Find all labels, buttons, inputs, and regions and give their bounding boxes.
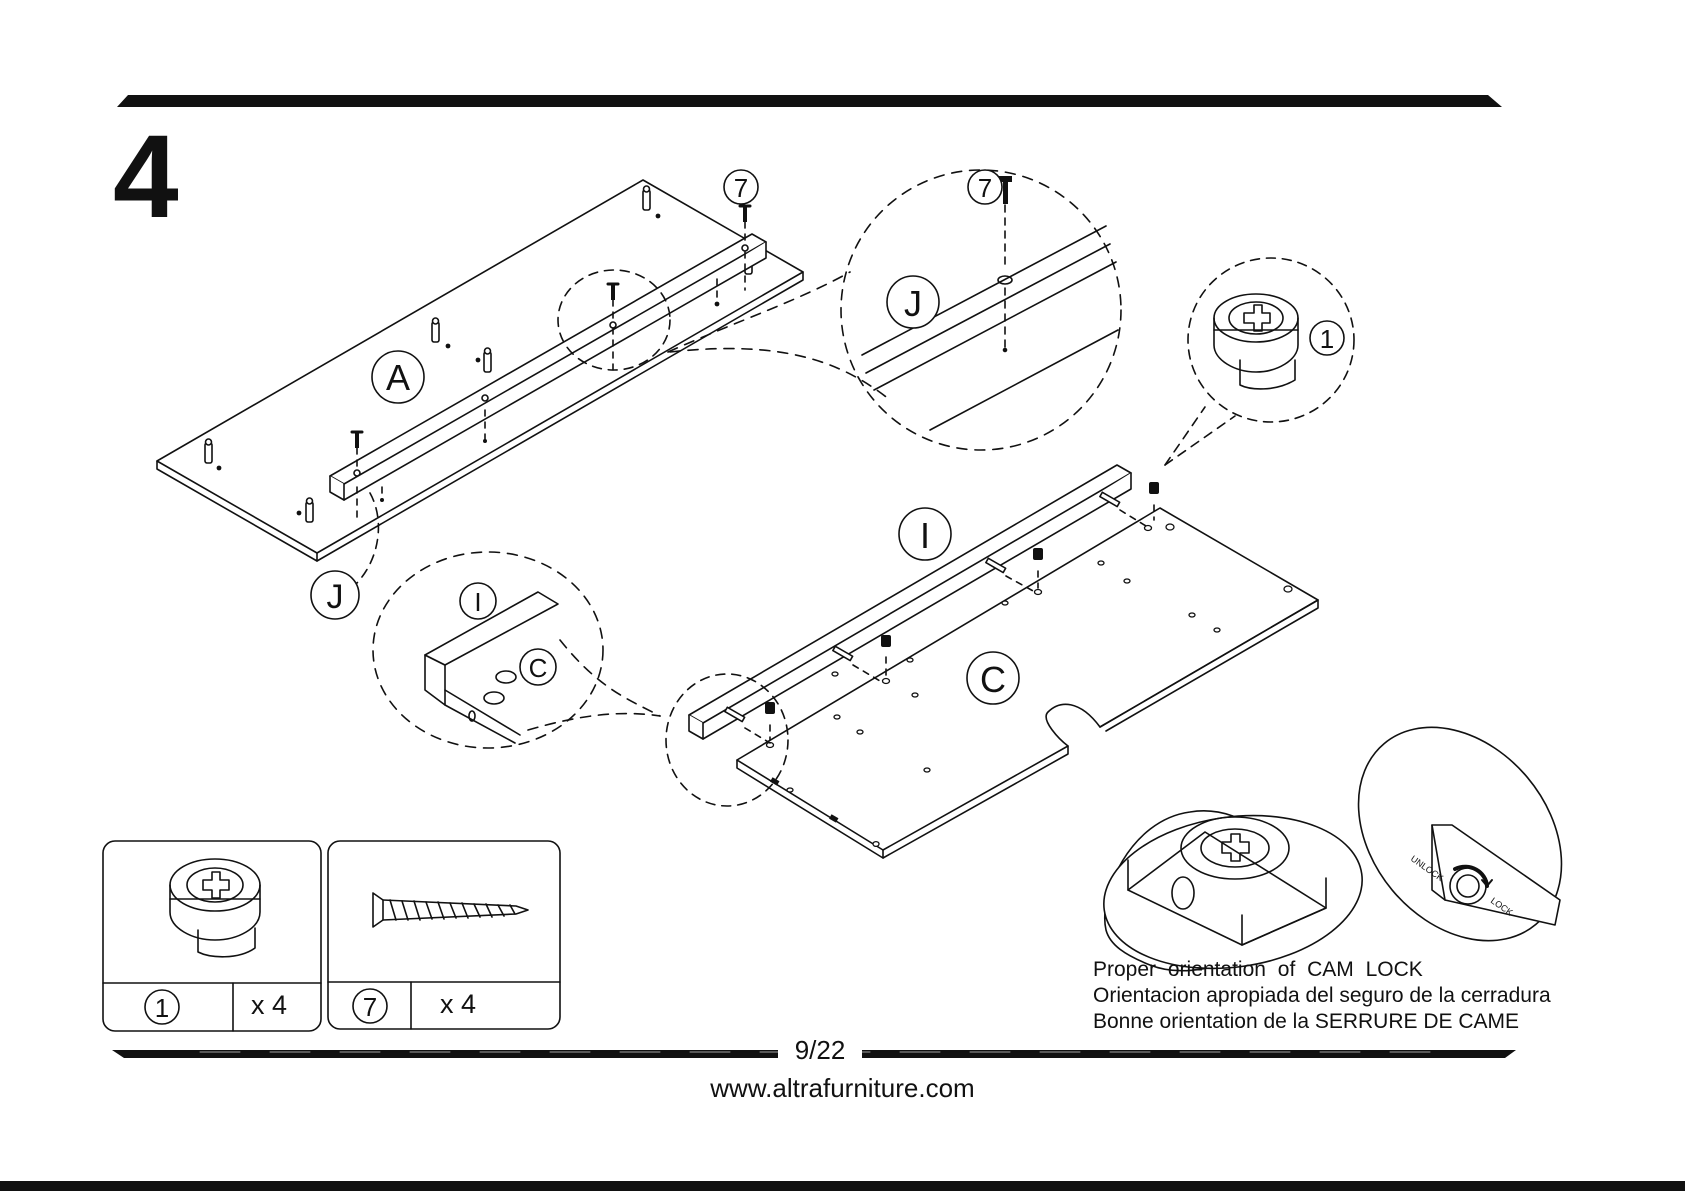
detail-magnifier-i-c	[373, 552, 660, 748]
svg-text:7: 7	[734, 173, 748, 203]
svg-text:C: C	[529, 653, 548, 683]
label-j-detail: J	[887, 276, 939, 328]
label-hardware-7-detail: 7	[968, 170, 1002, 204]
svg-text:C: C	[980, 659, 1006, 700]
label-j: J	[311, 571, 359, 619]
hardware-box-1: 1	[103, 841, 321, 1031]
svg-text:J: J	[327, 578, 344, 616]
svg-text:I: I	[474, 587, 481, 617]
cam-lock-orientation-note: Proper orientation of CAM LOCK Orientaci…	[1093, 957, 1551, 1035]
bottom-edge	[0, 1181, 1685, 1191]
top-rule	[117, 95, 1502, 107]
step-number: 4	[113, 118, 177, 236]
page-number: 9/22	[778, 1035, 862, 1065]
label-i-detail: I	[460, 583, 496, 619]
cam-lock-orientation-side: UNLOCK LOCK	[1317, 687, 1604, 981]
label-i: I	[899, 508, 951, 560]
label-hardware-7: 7	[724, 170, 758, 204]
svg-text:A: A	[386, 357, 410, 398]
label-c-detail: C	[520, 649, 556, 685]
label-c: C	[967, 652, 1019, 704]
svg-text:I: I	[920, 515, 930, 556]
hardware-1-quantity: x 4	[251, 990, 287, 1021]
panel-a	[157, 180, 803, 561]
svg-text:7: 7	[978, 173, 992, 203]
note-french: Bonne orientation de la SERRURE DE CAME	[1093, 1009, 1551, 1035]
label-hardware-1-detail: 1	[1310, 321, 1344, 355]
note-spanish: Orientacion apropiada del seguro de la c…	[1093, 983, 1551, 1009]
svg-text:7: 7	[363, 992, 377, 1022]
svg-text:1: 1	[155, 993, 169, 1023]
hardware-7-quantity: x 4	[440, 989, 476, 1020]
note-english: Proper orientation of CAM LOCK	[1093, 957, 1551, 983]
svg-text:1: 1	[1320, 324, 1334, 354]
detail-magnifier-cam-lock	[1165, 258, 1354, 465]
panel-c	[737, 508, 1318, 858]
label-a: A	[372, 351, 424, 403]
website-url: www.altrafurniture.com	[0, 1073, 1685, 1104]
svg-text:J: J	[904, 283, 922, 324]
